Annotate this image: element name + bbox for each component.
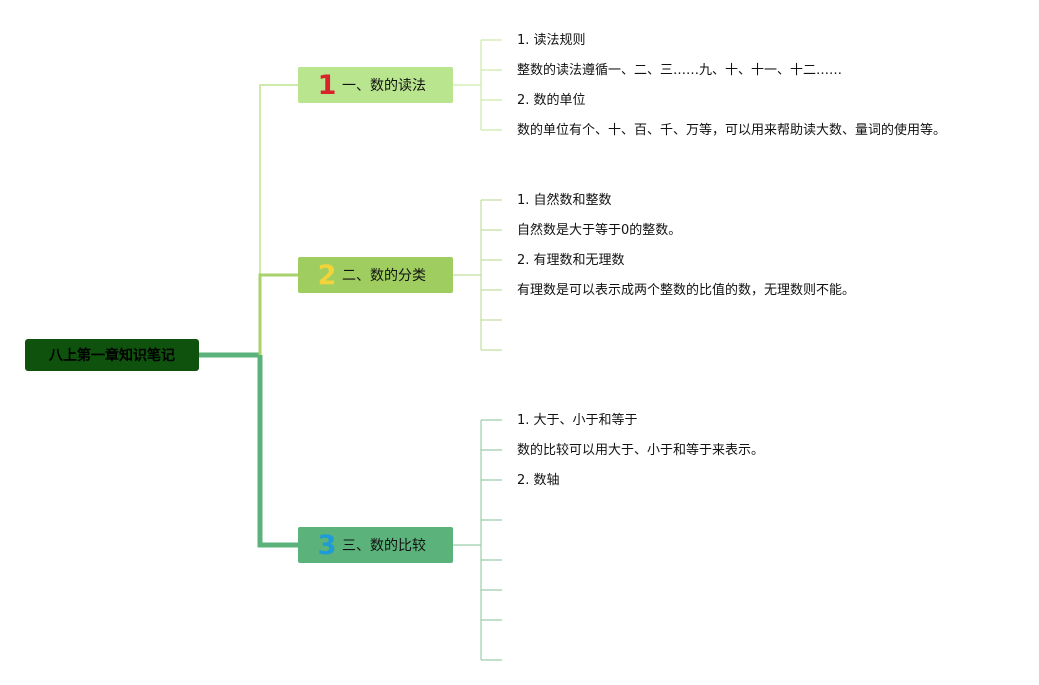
leaf-node[interactable]: 1. 读法规则 xyxy=(517,33,586,48)
leaf-node[interactable]: 2. 数的单位 xyxy=(517,93,586,108)
branch-node-3-label: 三、数的比较 xyxy=(342,538,426,554)
number-2-icon: 2 xyxy=(317,259,337,291)
branch-node-2-label: 二、数的分类 xyxy=(342,268,426,284)
branch-node-1-label: 一、数的读法 xyxy=(342,78,426,94)
number-3-icon: 3 xyxy=(317,529,337,561)
root-node[interactable]: 八上第一章知识笔记 xyxy=(25,339,199,371)
branch-3-leaf-bracket xyxy=(453,419,502,661)
branch-node-2[interactable]: 2 二、数的分类 xyxy=(298,257,453,293)
leaf-node[interactable]: 数的比较可以用大于、小于和等于来表示。 xyxy=(517,443,765,458)
branch-3-connector xyxy=(257,355,298,548)
leaf-node[interactable]: 数的单位有个、十、百、千、万等，可以用来帮助读大数、量词的使用等。 xyxy=(517,123,947,138)
leaf-node[interactable]: 自然数是大于等于0的整数。 xyxy=(517,223,682,238)
leaf-node[interactable]: 2. 有理数和无理数 xyxy=(517,253,625,268)
root-node-label: 八上第一章知识笔记 xyxy=(49,348,175,364)
leaf-node[interactable]: 整数的读法遵循一、二、三……九、十、十一、十二…… xyxy=(517,63,843,78)
branch-1-connector xyxy=(259,84,298,355)
leaf-node[interactable]: 1. 大于、小于和等于 xyxy=(517,413,638,428)
branch-2-leaf-bracket xyxy=(453,199,502,351)
leaf-node[interactable]: 1. 自然数和整数 xyxy=(517,193,612,208)
branch-node-3[interactable]: 3 三、数的比较 xyxy=(298,527,453,563)
leaf-node[interactable]: 2. 数轴 xyxy=(517,473,560,488)
branch-node-1[interactable]: 1 一、数的读法 xyxy=(298,67,453,103)
branch-1-leaf-bracket xyxy=(453,39,502,131)
leaf-node[interactable]: 有理数是可以表示成两个整数的比值的数，无理数则不能。 xyxy=(517,283,856,298)
number-1-icon: 1 xyxy=(317,69,337,101)
branch-2-connector xyxy=(258,273,298,355)
